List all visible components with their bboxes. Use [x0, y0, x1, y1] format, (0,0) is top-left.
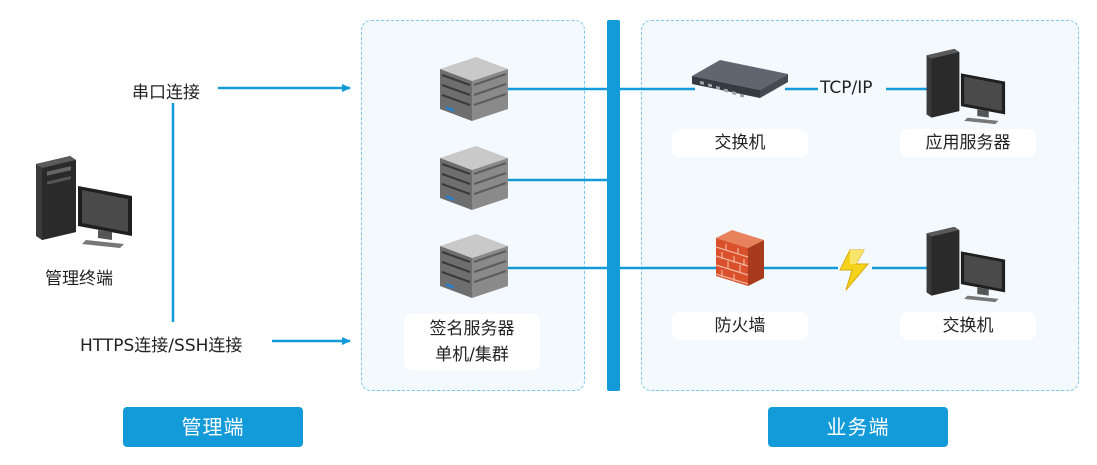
server-icon: [440, 146, 508, 210]
management-footer: 管理端: [123, 407, 303, 447]
signing-server-label-line1: 签名服务器: [429, 319, 515, 339]
tcpip-label: TCP/IP: [820, 78, 873, 98]
serial-connection-label: 串口连接: [132, 83, 200, 103]
network-switch-icon: [692, 60, 788, 98]
switch2-label: 交换机: [900, 312, 1036, 340]
management-terminal-label: 管理终端: [45, 269, 113, 289]
signing-server-label: 签名服务器 单机/集群: [404, 314, 540, 370]
business-footer: 业务端: [768, 407, 948, 447]
computer-icon: [926, 48, 1006, 125]
server-icon: [440, 57, 508, 121]
app-server-label: 应用服务器: [900, 129, 1036, 157]
signing-server-label-line2: 单机/集群: [435, 345, 509, 365]
lightning-icon: [839, 249, 870, 291]
firewall-label: 防火墙: [672, 312, 808, 340]
switch-label: 交换机: [672, 129, 808, 157]
computer-icon: [926, 226, 1006, 303]
https-connection-label: HTTPS连接/SSH连接: [80, 336, 243, 356]
network-bus-bar: [607, 20, 620, 391]
firewall-icon: [715, 230, 764, 286]
server-icon: [440, 234, 508, 298]
computer-icon: [36, 156, 132, 248]
